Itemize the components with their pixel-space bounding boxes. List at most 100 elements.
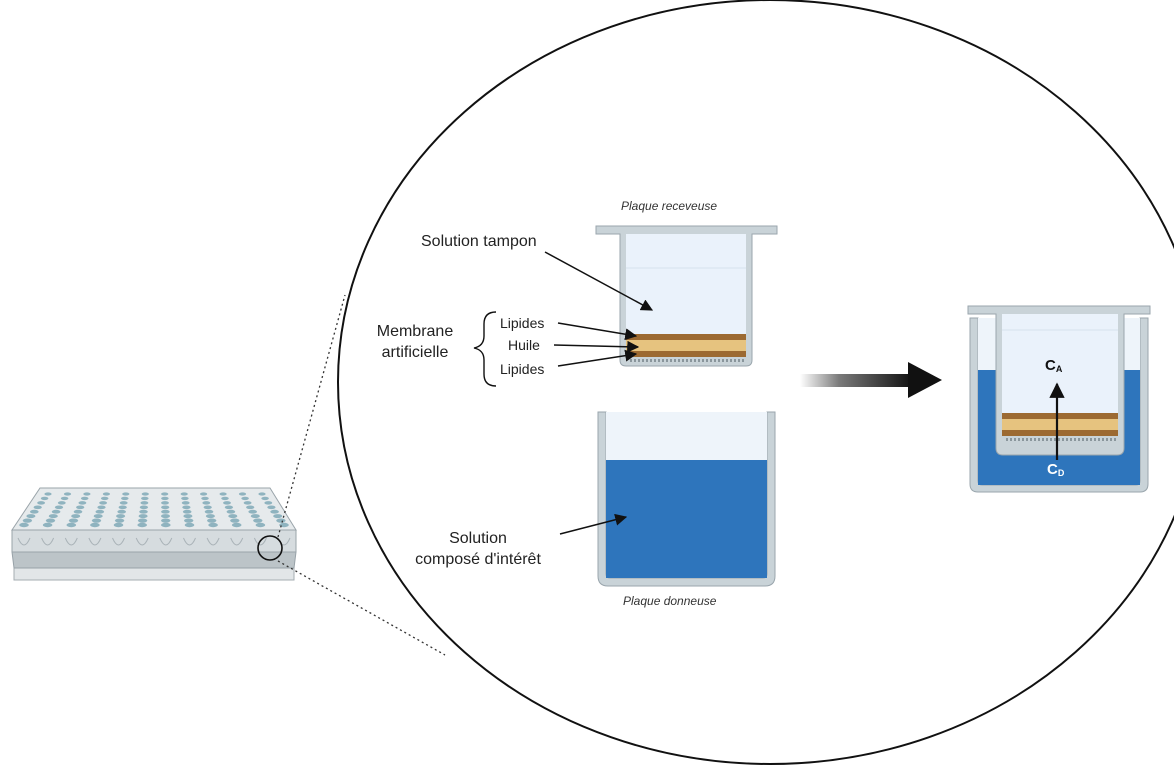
plate-well bbox=[33, 505, 42, 510]
well-plate bbox=[11, 487, 297, 581]
filter-pore bbox=[682, 359, 684, 362]
plate-well bbox=[248, 509, 257, 514]
plate-well bbox=[137, 518, 148, 523]
filter-membrane bbox=[630, 359, 744, 362]
plate-well bbox=[118, 505, 127, 510]
plate-well bbox=[183, 514, 193, 519]
plate-well bbox=[26, 514, 36, 519]
plate-skirt bbox=[11, 529, 297, 553]
plate-well bbox=[161, 496, 169, 501]
plate-well bbox=[221, 496, 229, 501]
donor-conc-sub: D bbox=[1057, 468, 1065, 478]
plate-side bbox=[11, 551, 297, 569]
plate-well-bottom bbox=[64, 537, 78, 546]
plate-well bbox=[138, 514, 148, 519]
filter-pore bbox=[666, 359, 668, 362]
filter-pore bbox=[734, 359, 736, 362]
plate-well bbox=[184, 518, 194, 523]
donor-conc-main: C bbox=[1047, 461, 1058, 478]
membrane-label-line1: Membrane bbox=[376, 323, 454, 340]
plate-well bbox=[201, 496, 209, 501]
plate-well bbox=[102, 492, 110, 496]
plate-well bbox=[246, 505, 255, 510]
plate-well bbox=[122, 492, 130, 496]
plate-well bbox=[180, 492, 188, 496]
plate-well bbox=[45, 518, 56, 523]
lipid-layer-top bbox=[626, 334, 746, 340]
plate-well bbox=[270, 509, 279, 514]
plate-well bbox=[90, 522, 100, 528]
lipids-bottom-label: Lipides bbox=[500, 361, 545, 377]
plate-well bbox=[219, 492, 227, 496]
plate-well bbox=[114, 518, 125, 523]
magnified-well-highlight bbox=[257, 535, 283, 561]
plate-well bbox=[231, 522, 242, 528]
plate-well bbox=[261, 496, 269, 501]
plate-well-bottom bbox=[206, 537, 220, 546]
plate-well bbox=[258, 492, 266, 496]
filter-pore bbox=[694, 359, 696, 362]
assembled-sandwich bbox=[967, 305, 1151, 493]
donor-empty-space bbox=[606, 412, 767, 460]
acceptor-conc-main: C bbox=[1045, 357, 1056, 374]
membrane-label-line2: artificielle bbox=[381, 343, 449, 361]
process-arrow bbox=[800, 362, 942, 398]
plate-well bbox=[161, 505, 170, 510]
filter-pore bbox=[1042, 438, 1044, 441]
plate-well bbox=[161, 501, 169, 505]
filter-pore bbox=[654, 359, 656, 362]
filter-pore bbox=[706, 359, 708, 362]
plate-well-bottom bbox=[41, 537, 55, 546]
plate-well bbox=[83, 492, 91, 496]
filter-pore bbox=[670, 359, 672, 362]
zoom-line-bottom bbox=[277, 560, 446, 656]
plate-well bbox=[76, 505, 85, 510]
filter-pore bbox=[1070, 438, 1072, 441]
plate-well bbox=[19, 522, 29, 528]
plate-well-bottom bbox=[230, 537, 244, 546]
plate-well bbox=[116, 514, 126, 519]
plate-well bbox=[226, 509, 236, 514]
membrane-brace bbox=[473, 311, 497, 387]
donor-plate-label: Plaque donneuse bbox=[623, 594, 717, 608]
filter-pore bbox=[686, 359, 688, 362]
plate-well bbox=[51, 509, 61, 514]
filter-pore bbox=[678, 359, 680, 362]
plate-well bbox=[73, 509, 83, 514]
donor-well bbox=[597, 411, 776, 587]
filter-pore bbox=[1026, 438, 1028, 441]
filter-pore bbox=[1098, 438, 1100, 441]
oil-pointer-arrow bbox=[553, 340, 640, 353]
plate-well bbox=[44, 492, 52, 496]
buffer-pointer-arrow bbox=[544, 251, 654, 311]
plate-well bbox=[230, 518, 240, 523]
plate-well bbox=[100, 496, 109, 501]
filter-pore bbox=[742, 359, 744, 362]
filter-pore bbox=[718, 359, 720, 362]
donor-concentration-label: CD bbox=[1047, 461, 1064, 478]
plate-well bbox=[139, 509, 148, 514]
plate-well bbox=[91, 518, 102, 523]
compound-label-line1: Solution bbox=[449, 530, 507, 547]
plate-base bbox=[13, 567, 295, 581]
filter-pore bbox=[658, 359, 660, 362]
compound-pointer-arrow bbox=[559, 513, 628, 535]
plate-well bbox=[40, 496, 49, 501]
plate-well bbox=[241, 496, 249, 501]
filter-pore bbox=[1046, 438, 1048, 441]
filter-pore bbox=[1038, 438, 1040, 441]
plate-well-bottom bbox=[135, 537, 149, 546]
filter-pore bbox=[730, 359, 732, 362]
lipids-bottom-pointer-arrow bbox=[557, 349, 638, 367]
plate-well bbox=[161, 509, 170, 514]
plate-well bbox=[181, 496, 189, 501]
buffer-solution-fill bbox=[626, 234, 746, 334]
filter-pore bbox=[650, 359, 652, 362]
membrane-label: Membrane artificielle bbox=[356, 322, 474, 364]
filter-pore bbox=[1034, 438, 1036, 441]
filter-pore bbox=[1050, 438, 1052, 441]
plate-well bbox=[264, 501, 273, 505]
filter-pore bbox=[1082, 438, 1084, 441]
lipids-top-label: Lipides bbox=[500, 315, 545, 331]
filter-pore bbox=[738, 359, 740, 362]
